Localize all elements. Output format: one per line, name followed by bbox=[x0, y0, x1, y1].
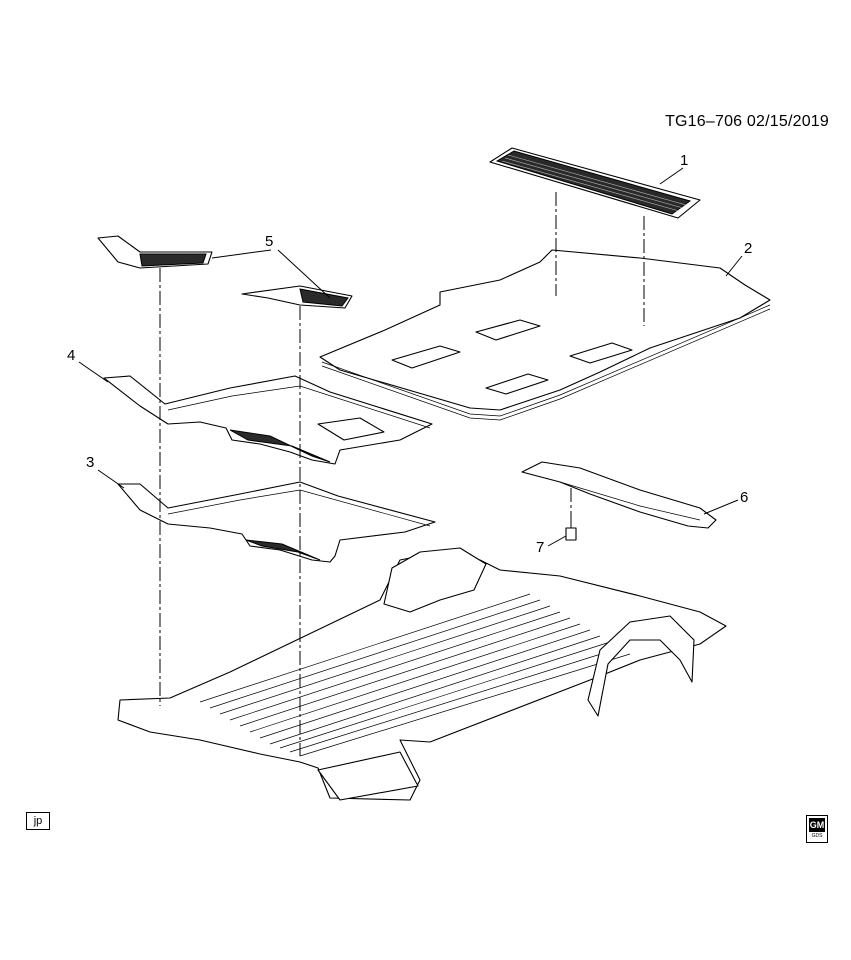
diagram-reference-code: TG16–706 02/15/2019 bbox=[665, 113, 829, 130]
callout-2: 2 bbox=[744, 240, 752, 257]
callout-5: 5 bbox=[265, 233, 273, 250]
part-5-front-mats bbox=[97, 235, 353, 309]
callout-7: 7 bbox=[536, 539, 544, 556]
callout-6: 6 bbox=[740, 489, 748, 506]
part-3-floor-insulator bbox=[117, 481, 436, 563]
part-4-front-carpet bbox=[103, 375, 433, 465]
gm-logo: GM GDS bbox=[806, 815, 828, 843]
callout-4: 4 bbox=[67, 347, 75, 364]
part-1-cargo-mat bbox=[489, 147, 701, 219]
part-2-floor-panel bbox=[319, 249, 771, 421]
projection-lines bbox=[159, 192, 645, 756]
jp-badge: jp bbox=[26, 812, 50, 830]
floor-panel-seat-anchors bbox=[391, 319, 633, 395]
callout-1: 1 bbox=[680, 152, 688, 169]
part-7-fastener bbox=[565, 522, 577, 541]
gm-logo-subtext: GDS bbox=[811, 833, 823, 839]
callout-3: 3 bbox=[86, 454, 94, 471]
part-6-side-insulator bbox=[521, 461, 717, 529]
gm-logo-mark: GM bbox=[809, 818, 825, 832]
vehicle-floor-pan bbox=[117, 547, 727, 801]
callout-leaders bbox=[78, 167, 743, 547]
